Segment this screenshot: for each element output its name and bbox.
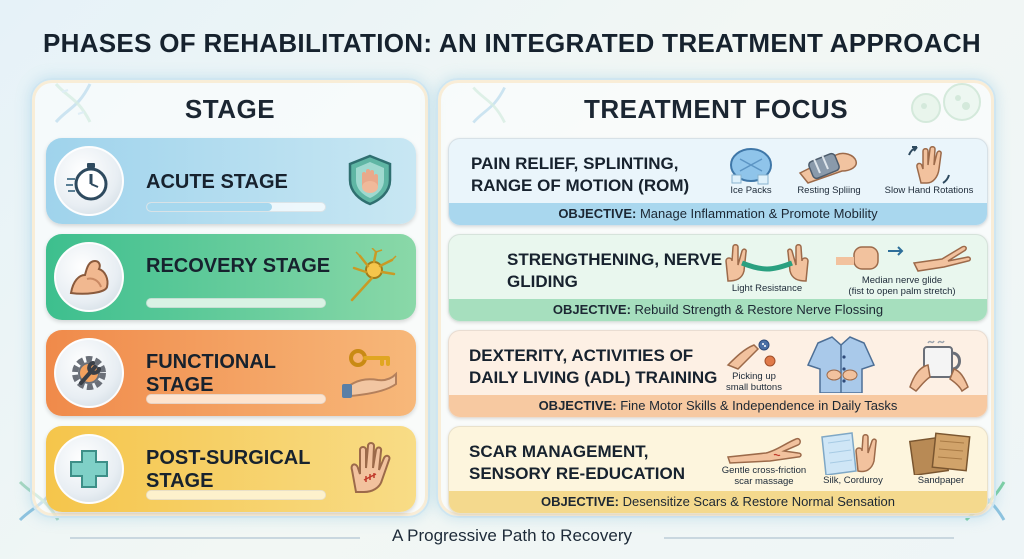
- stage-label: RECOVERY STAGE: [146, 255, 331, 277]
- stage-progress-bar: [146, 202, 326, 212]
- stage-card-acute: ACUTE STAGE: [46, 138, 416, 224]
- ice-pack-item: Ice Packs: [721, 145, 781, 196]
- button-pinch-item: Picking up small buttons: [719, 335, 789, 393]
- stage-icon-circle: [54, 338, 124, 408]
- nerve-glide-item: Median nerve glide (fist to open palm st…: [827, 239, 977, 297]
- wrist-splint-icon: [798, 152, 858, 184]
- item-caption: scar massage: [734, 476, 794, 487]
- mug-hands-icon: [909, 340, 969, 393]
- treatment-objective: OBJECTIVE: Desensitize Scars & Restore N…: [449, 491, 987, 513]
- neuron-icon: [350, 248, 397, 302]
- stage-icon-circle: [54, 146, 124, 216]
- shirt-buttons-item: [801, 335, 881, 393]
- treatment-card-title: STRENGTHENING, NERVE GLIDING: [507, 250, 723, 291]
- key-hand-icon: [342, 349, 397, 398]
- gear-wrench-icon: [72, 356, 106, 390]
- item-caption: Sandpaper: [917, 475, 965, 486]
- stage-progress-bar: [146, 298, 326, 308]
- flexed-arm-icon: [69, 259, 109, 295]
- item-caption: Slow Hand Rotations: [884, 185, 974, 196]
- item-caption: small buttons: [726, 382, 782, 393]
- stage-progress-fill: [147, 491, 325, 499]
- treatment-panel: TREATMENT FOCUS PAIN RELIEF, SPLINTING, …: [436, 78, 996, 518]
- item-caption: Median nerve glide: [861, 275, 943, 286]
- scar-massage-item: Gentle cross-friction scar massage: [719, 431, 809, 487]
- ice-pack-icon: [730, 148, 772, 185]
- resistance-item: Light Resistance: [717, 241, 817, 294]
- sandpaper-item: Sandpaper: [901, 431, 981, 486]
- item-caption: Ice Packs: [730, 185, 772, 196]
- objective-text: Fine Motor Skills & Independence in Dail…: [620, 398, 898, 413]
- splint-item: Resting Spliing: [789, 145, 869, 196]
- objective-label: OBJECTIVE:: [558, 206, 637, 221]
- item-caption: Silk, Corduroy: [823, 475, 883, 486]
- stage-progress-fill: [147, 299, 325, 307]
- treatment-objective: OBJECTIVE: Manage Inflammation & Promote…: [449, 203, 987, 225]
- hand-rotation-icon: [908, 146, 950, 184]
- treatment-card-title: DEXTERITY, ACTIVITIES OF DAILY LIVING (A…: [469, 346, 718, 387]
- stage-progress-bar: [146, 490, 326, 500]
- massage-hand-icon: [726, 437, 802, 464]
- stage-card-post-surgical: POST-SURGICAL STAGE: [46, 426, 416, 512]
- resistance-band-icon: [725, 244, 809, 282]
- stopwatch-icon: [66, 163, 108, 201]
- footer-divider-left: [70, 537, 360, 539]
- stage-card-recovery: RECOVERY STAGE: [46, 234, 416, 320]
- stage-progress-bar: [146, 394, 326, 404]
- objective-text: Manage Inflammation & Promote Mobility: [639, 206, 878, 221]
- objective-text: Rebuild Strength & Restore Nerve Flossin…: [634, 302, 884, 317]
- hand-rotation-item: Slow Hand Rotations: [879, 145, 979, 196]
- stage-progress-fill: [147, 203, 272, 211]
- stage-icon-circle: [54, 434, 124, 504]
- item-caption: Gentle cross-friction: [721, 465, 807, 476]
- stage-label: ACUTE STAGE: [146, 171, 288, 193]
- objective-label: OBJECTIVE:: [538, 398, 617, 413]
- item-caption: Picking up: [732, 371, 776, 382]
- stage-progress-fill: [147, 395, 325, 403]
- scarred-hand-icon: [350, 442, 391, 493]
- treatment-objective: OBJECTIVE: Fine Motor Skills & Independe…: [449, 395, 987, 417]
- shield-hand-icon: [348, 154, 392, 206]
- nerve-glide-icon: [836, 245, 971, 272]
- medical-cross-icon: [70, 450, 108, 488]
- main-title: PHASES OF REHABILITATION: AN INTEGRATED …: [43, 28, 981, 58]
- button-pinch-icon: [726, 339, 776, 370]
- stage-icon-circle: [54, 242, 124, 312]
- item-caption: Resting Spliing: [797, 185, 861, 196]
- item-caption: Light Resistance: [731, 283, 803, 294]
- objective-label: OBJECTIVE:: [540, 494, 619, 509]
- footer-tagline: A Progressive Path to Recovery: [391, 526, 632, 545]
- treatment-panel-title: TREATMENT FOCUS: [583, 94, 849, 124]
- objective-text: Desensitize Scars & Restore Normal Sensa…: [622, 494, 896, 509]
- stage-label: POST-SURGICAL STAGE: [146, 447, 311, 492]
- treatment-card-title: PAIN RELIEF, SPLINTING, RANGE OF MOTION …: [471, 154, 690, 195]
- mug-item: [899, 337, 979, 393]
- treatment-card-acute: PAIN RELIEF, SPLINTING, RANGE OF MOTION …: [448, 138, 988, 226]
- item-caption: (fist to open palm stretch): [848, 286, 956, 297]
- treatment-card-functional: DEXTERITY, ACTIVITIES OF DAILY LIVING (A…: [448, 330, 988, 418]
- treatment-card-post-surgical: SCAR MANAGEMENT, SENSORY RE-EDUCATION Ge…: [448, 426, 988, 514]
- silk-corduroy-item: Silk, Corduroy: [813, 431, 893, 486]
- stage-panel-title: STAGE: [184, 94, 276, 124]
- treatment-card-title: SCAR MANAGEMENT, SENSORY RE-EDUCATION: [469, 442, 685, 483]
- stage-label: FUNCTIONAL STAGE: [146, 351, 276, 396]
- treatment-card-recovery: STRENGTHENING, NERVE GLIDING Light Resis…: [448, 234, 988, 322]
- footer-divider-right: [664, 537, 954, 539]
- stage-panel: STAGE ACUTE STAGE RECOVERY: [30, 78, 430, 518]
- shirt-buttons-icon: [806, 336, 876, 393]
- silk-cloth-icon: [821, 432, 877, 475]
- sandpaper-icon: [908, 432, 971, 475]
- treatment-objective: OBJECTIVE: Rebuild Strength & Restore Ne…: [449, 299, 987, 321]
- stage-card-functional: FUNCTIONAL STAGE: [46, 330, 416, 416]
- objective-label: OBJECTIVE:: [552, 302, 631, 317]
